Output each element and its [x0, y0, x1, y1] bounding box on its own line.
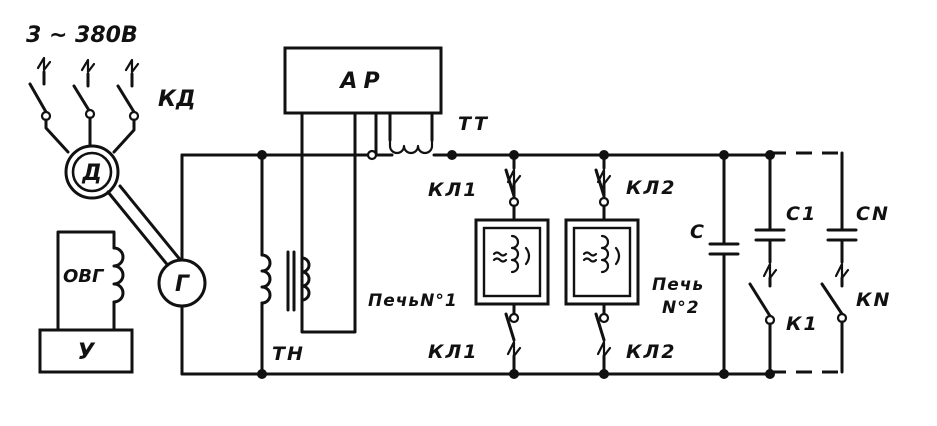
regulator-ar: [283, 46, 443, 334]
furnace-branch-2: [564, 153, 640, 376]
voltage-transformer-tn: [260, 153, 311, 376]
capacitor-cn-branch: [820, 151, 858, 374]
supply-switch-kd: [28, 56, 140, 154]
motor-generator-shaft: [106, 184, 184, 270]
motor-switch-label: КД: [158, 87, 196, 112]
capacitor-c: [708, 153, 740, 376]
supply-label: 3 ~ 380В: [26, 23, 138, 48]
switch-k1-label: К1: [786, 313, 819, 335]
capacitor-c1-label: С1: [786, 203, 817, 225]
motor-d: [64, 144, 120, 200]
furnace-2-body: [564, 218, 640, 306]
excitation-circuit: [38, 230, 134, 374]
kl2-top-label: КЛ2: [626, 177, 677, 199]
junction-dots: [257, 150, 775, 379]
furnace-2-label-line1: Печь: [652, 275, 704, 295]
switch-kn-label: КN: [856, 289, 891, 311]
amplifier-label: У: [78, 340, 96, 365]
current-transformer-tt: [366, 138, 434, 161]
generator-label: Г: [175, 272, 190, 297]
excitation-winding-label: ОВГ: [63, 266, 105, 287]
generator-g: [157, 153, 207, 376]
capacitor-c-label: С: [690, 221, 704, 243]
furnace-1-body: [474, 218, 550, 306]
voltage-transformer-label: ТН: [272, 343, 305, 365]
current-transformer-label: ТТ: [458, 113, 490, 135]
amplifier-block: [38, 328, 134, 374]
kl1-bottom-label: КЛ1: [428, 341, 479, 363]
motor-label: Д: [81, 161, 102, 186]
furnace-branch-1: [474, 153, 550, 376]
capacitor-c1-branch: [748, 153, 786, 376]
furnace-1-label: ПечьN°1: [368, 291, 458, 311]
regulator-label: АР: [338, 69, 385, 94]
kl1-top-label: КЛ1: [428, 179, 479, 201]
regulator-block: [283, 46, 443, 115]
labels: 3 ~ 380В КД Д Г ОВГ У АР ТТ ТН КЛ1 КЛ2 К…: [26, 23, 891, 365]
capacitor-cn-label: СN: [856, 203, 890, 225]
furnace-2-label-line2: N°2: [662, 298, 700, 318]
kl2-bottom-label: КЛ2: [626, 341, 677, 363]
